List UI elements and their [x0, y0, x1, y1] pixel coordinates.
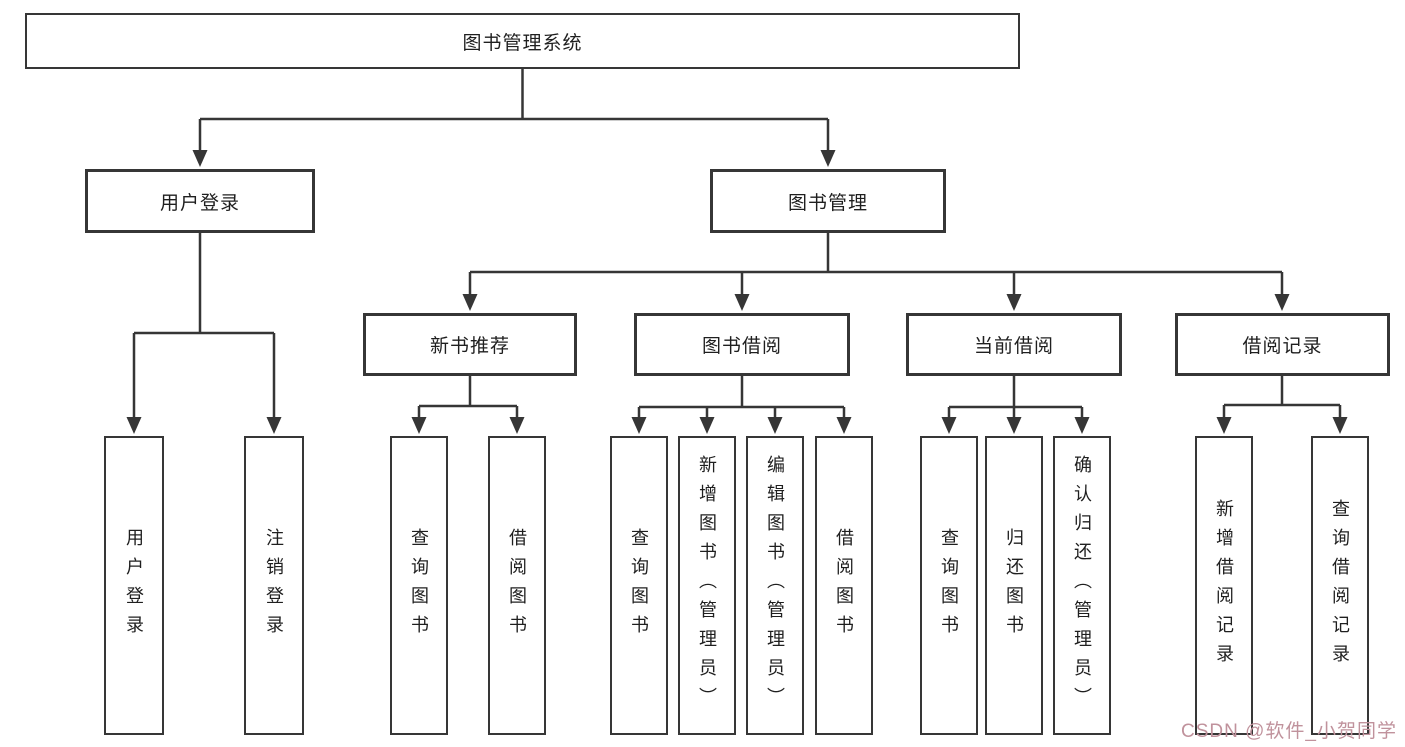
connector-root-to-level1 — [198, 68, 830, 153]
connector-book-mgmt-to-level2 — [468, 233, 1284, 298]
node-user-login-group: 用户登录 — [85, 169, 315, 233]
node-root-system: 图书管理系统 — [25, 13, 1020, 69]
arrow-down-icon — [836, 417, 852, 434]
leaf-user-login: 用户登录 — [104, 436, 164, 735]
arrow-down-icon — [734, 294, 750, 311]
connector-book-borrow-children — [637, 376, 846, 421]
arrow-down-icon — [1274, 294, 1290, 311]
node-book-management-group: 图书管理 — [710, 169, 946, 233]
connector-new-book-children — [417, 376, 519, 421]
leaf-query-books-recommend: 查询图书 — [390, 436, 448, 735]
csdn-watermark: CSDN @软件_小贺同学 — [1181, 721, 1397, 742]
arrow-down-icon — [126, 417, 142, 434]
arrow-down-icon — [699, 417, 715, 434]
leaf-logout: 注销登录 — [244, 436, 304, 735]
leaf-add-books-admin: 新增图书（管理员） — [678, 436, 736, 735]
leaf-query-books-borrow: 查询图书 — [610, 436, 668, 735]
arrow-down-icon — [192, 150, 208, 167]
node-borrowing-records: 借阅记录 — [1175, 313, 1390, 376]
arrow-down-icon — [1332, 417, 1348, 434]
arrow-down-icon — [631, 417, 647, 434]
leaf-borrow-books-recommend: 借阅图书 — [488, 436, 546, 735]
leaf-borrow-books: 借阅图书 — [815, 436, 873, 735]
arrow-down-icon — [820, 150, 836, 167]
arrow-down-icon — [767, 417, 783, 434]
connector-borrow-record-children — [1222, 376, 1342, 421]
arrow-down-icon — [266, 417, 282, 434]
arrowheads — [126, 150, 1348, 434]
leaf-query-books-current: 查询图书 — [920, 436, 978, 735]
connector-current-borrow-children — [947, 376, 1084, 421]
arrow-down-icon — [509, 417, 525, 434]
leaf-add-borrow-record: 新增借阅记录 — [1195, 436, 1253, 735]
arrow-down-icon — [1216, 417, 1232, 434]
leaf-edit-books-admin: 编辑图书（管理员） — [746, 436, 804, 735]
leaf-query-borrow-record: 查询借阅记录 — [1311, 436, 1369, 735]
arrow-down-icon — [1074, 417, 1090, 434]
connector-user-login-children — [132, 233, 276, 421]
arrow-down-icon — [1006, 294, 1022, 311]
node-current-borrowing: 当前借阅 — [906, 313, 1122, 376]
arrow-down-icon — [1006, 417, 1022, 434]
leaf-return-books: 归还图书 — [985, 436, 1043, 735]
node-book-borrowing: 图书借阅 — [634, 313, 850, 376]
arrow-down-icon — [411, 417, 427, 434]
arrow-down-icon — [941, 417, 957, 434]
arrow-down-icon — [462, 294, 478, 311]
node-new-book-recommend: 新书推荐 — [363, 313, 577, 376]
leaf-confirm-return-admin: 确认归还（管理员） — [1053, 436, 1111, 735]
